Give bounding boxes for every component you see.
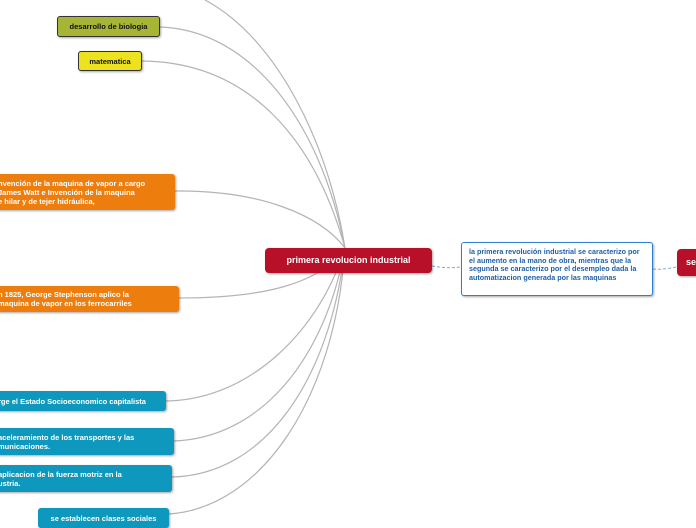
topic-fuerza-motriz-label: aplicacion de la fuerza motriz en la ust…: [0, 469, 122, 488]
topic-clases-sociales-label: se establecen clases sociales: [50, 513, 157, 523]
dashed-link-to-callout: [431, 265, 462, 269]
topic-desarrollo-de-biologia[interactable]: desarrollo de biologia: [57, 16, 160, 37]
connector-estado-socioeconomico: [165, 247, 346, 402]
topic-segunda-revolucion-partial[interactable]: se: [677, 249, 696, 276]
topic-transportes-comunicaciones-label: aceleramiento de los transportes y las m…: [0, 432, 135, 451]
connector-fuerza-motriz: [171, 247, 346, 478]
topic-transportes-comunicaciones[interactable]: aceleramiento de los transportes y las m…: [0, 428, 174, 455]
topic-segunda-revolucion-partial-label: se: [686, 257, 696, 267]
connector-clases-sociales: [168, 247, 346, 515]
topic-maquina-de-vapor-label: nvención de la maquina de vapor a cargo …: [0, 178, 146, 206]
dashed-link-to-right: [652, 266, 678, 270]
connector-maquina-vapor: [174, 190, 346, 249]
description-callout[interactable]: la primera revolución industrial se cara…: [461, 242, 653, 296]
topic-fuerza-motriz[interactable]: aplicacion de la fuerza motriz en la ust…: [0, 465, 172, 492]
topic-maquina-de-vapor[interactable]: nvención de la maquina de vapor a cargo …: [0, 174, 175, 210]
topic-matematica-label: matematica: [89, 56, 131, 66]
topic-estado-socioeconomico[interactable]: rge el Estado Socioeconomico capitalista: [0, 391, 166, 411]
central-topic[interactable]: primera revolucion industrial: [265, 248, 432, 273]
topic-desarrollo-de-biologia-label: desarrollo de biologia: [69, 22, 148, 31]
connector-transportes: [173, 247, 346, 442]
central-topic-label: primera revolucion industrial: [286, 255, 411, 265]
topic-stephenson-ferrocarriles[interactable]: n 1825, George Stephenson aplico la maqu…: [0, 286, 179, 312]
topic-matematica[interactable]: matematica: [78, 51, 142, 71]
connector-offscreen-top: [204, 0, 346, 249]
connector-matematica: [141, 60, 346, 249]
description-callout-text: la primera revolución industrial se cara…: [469, 247, 640, 282]
connector-desarrollo-de-biologia: [159, 26, 346, 249]
topic-stephenson-ferrocarriles-label: n 1825, George Stephenson aplico la maqu…: [0, 290, 132, 308]
topic-clases-sociales[interactable]: se establecen clases sociales: [38, 508, 169, 528]
topic-estado-socioeconomico-label: rge el Estado Socioeconomico capitalista: [0, 396, 146, 406]
